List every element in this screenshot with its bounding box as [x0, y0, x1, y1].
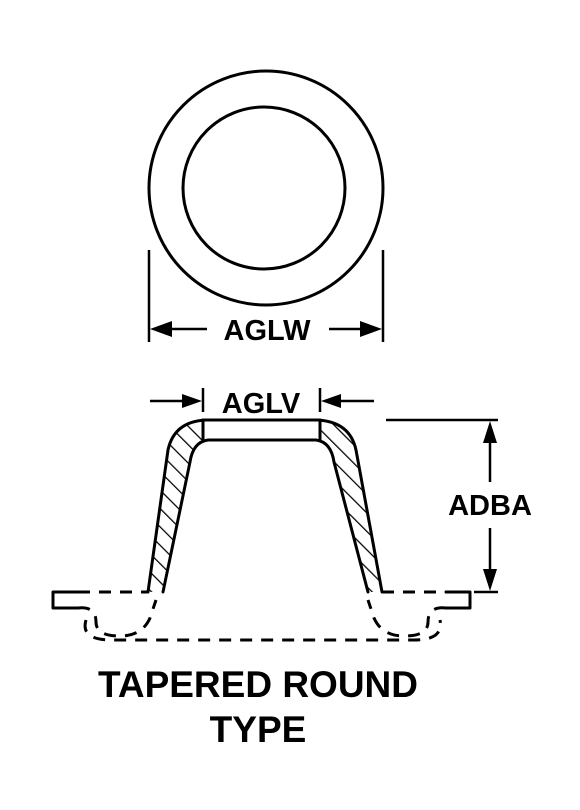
top-dim-arrow-right [321, 394, 341, 408]
flange-curl-left [77, 599, 158, 638]
top-diameter-label: AGLV [222, 388, 301, 420]
flange-left-end [51, 590, 80, 610]
flange-bottom [83, 619, 442, 642]
left-wall-section [148, 420, 202, 592]
inner-circle [181, 105, 347, 271]
side-view [51, 418, 472, 642]
outer-profile [146, 418, 384, 594]
title-line-1: TAPERED ROUND [98, 664, 418, 705]
height-arrow-bottom [483, 569, 497, 591]
title-line-2: TYPE [210, 709, 307, 750]
height-arrow-top [483, 421, 497, 443]
height-dimension: ADBA [386, 418, 532, 594]
drawing-title: TAPERED ROUND TYPE [98, 664, 418, 750]
outer-circle [147, 69, 385, 307]
outer-diameter-dimension: AGLW [147, 250, 385, 347]
outer-diameter-label: AGLW [224, 315, 312, 347]
arrowhead-left [150, 321, 172, 337]
arrowhead-right [360, 321, 382, 337]
top-dim-arrow-left [182, 394, 202, 408]
top-view [147, 69, 385, 307]
height-label: ADBA [448, 490, 532, 522]
flange-right-end [444, 590, 472, 610]
inner-profile [161, 438, 370, 594]
dashed-flange [51, 590, 472, 642]
flange-curl-right [366, 599, 447, 638]
top-diameter-dimension: AGLV [150, 388, 374, 420]
